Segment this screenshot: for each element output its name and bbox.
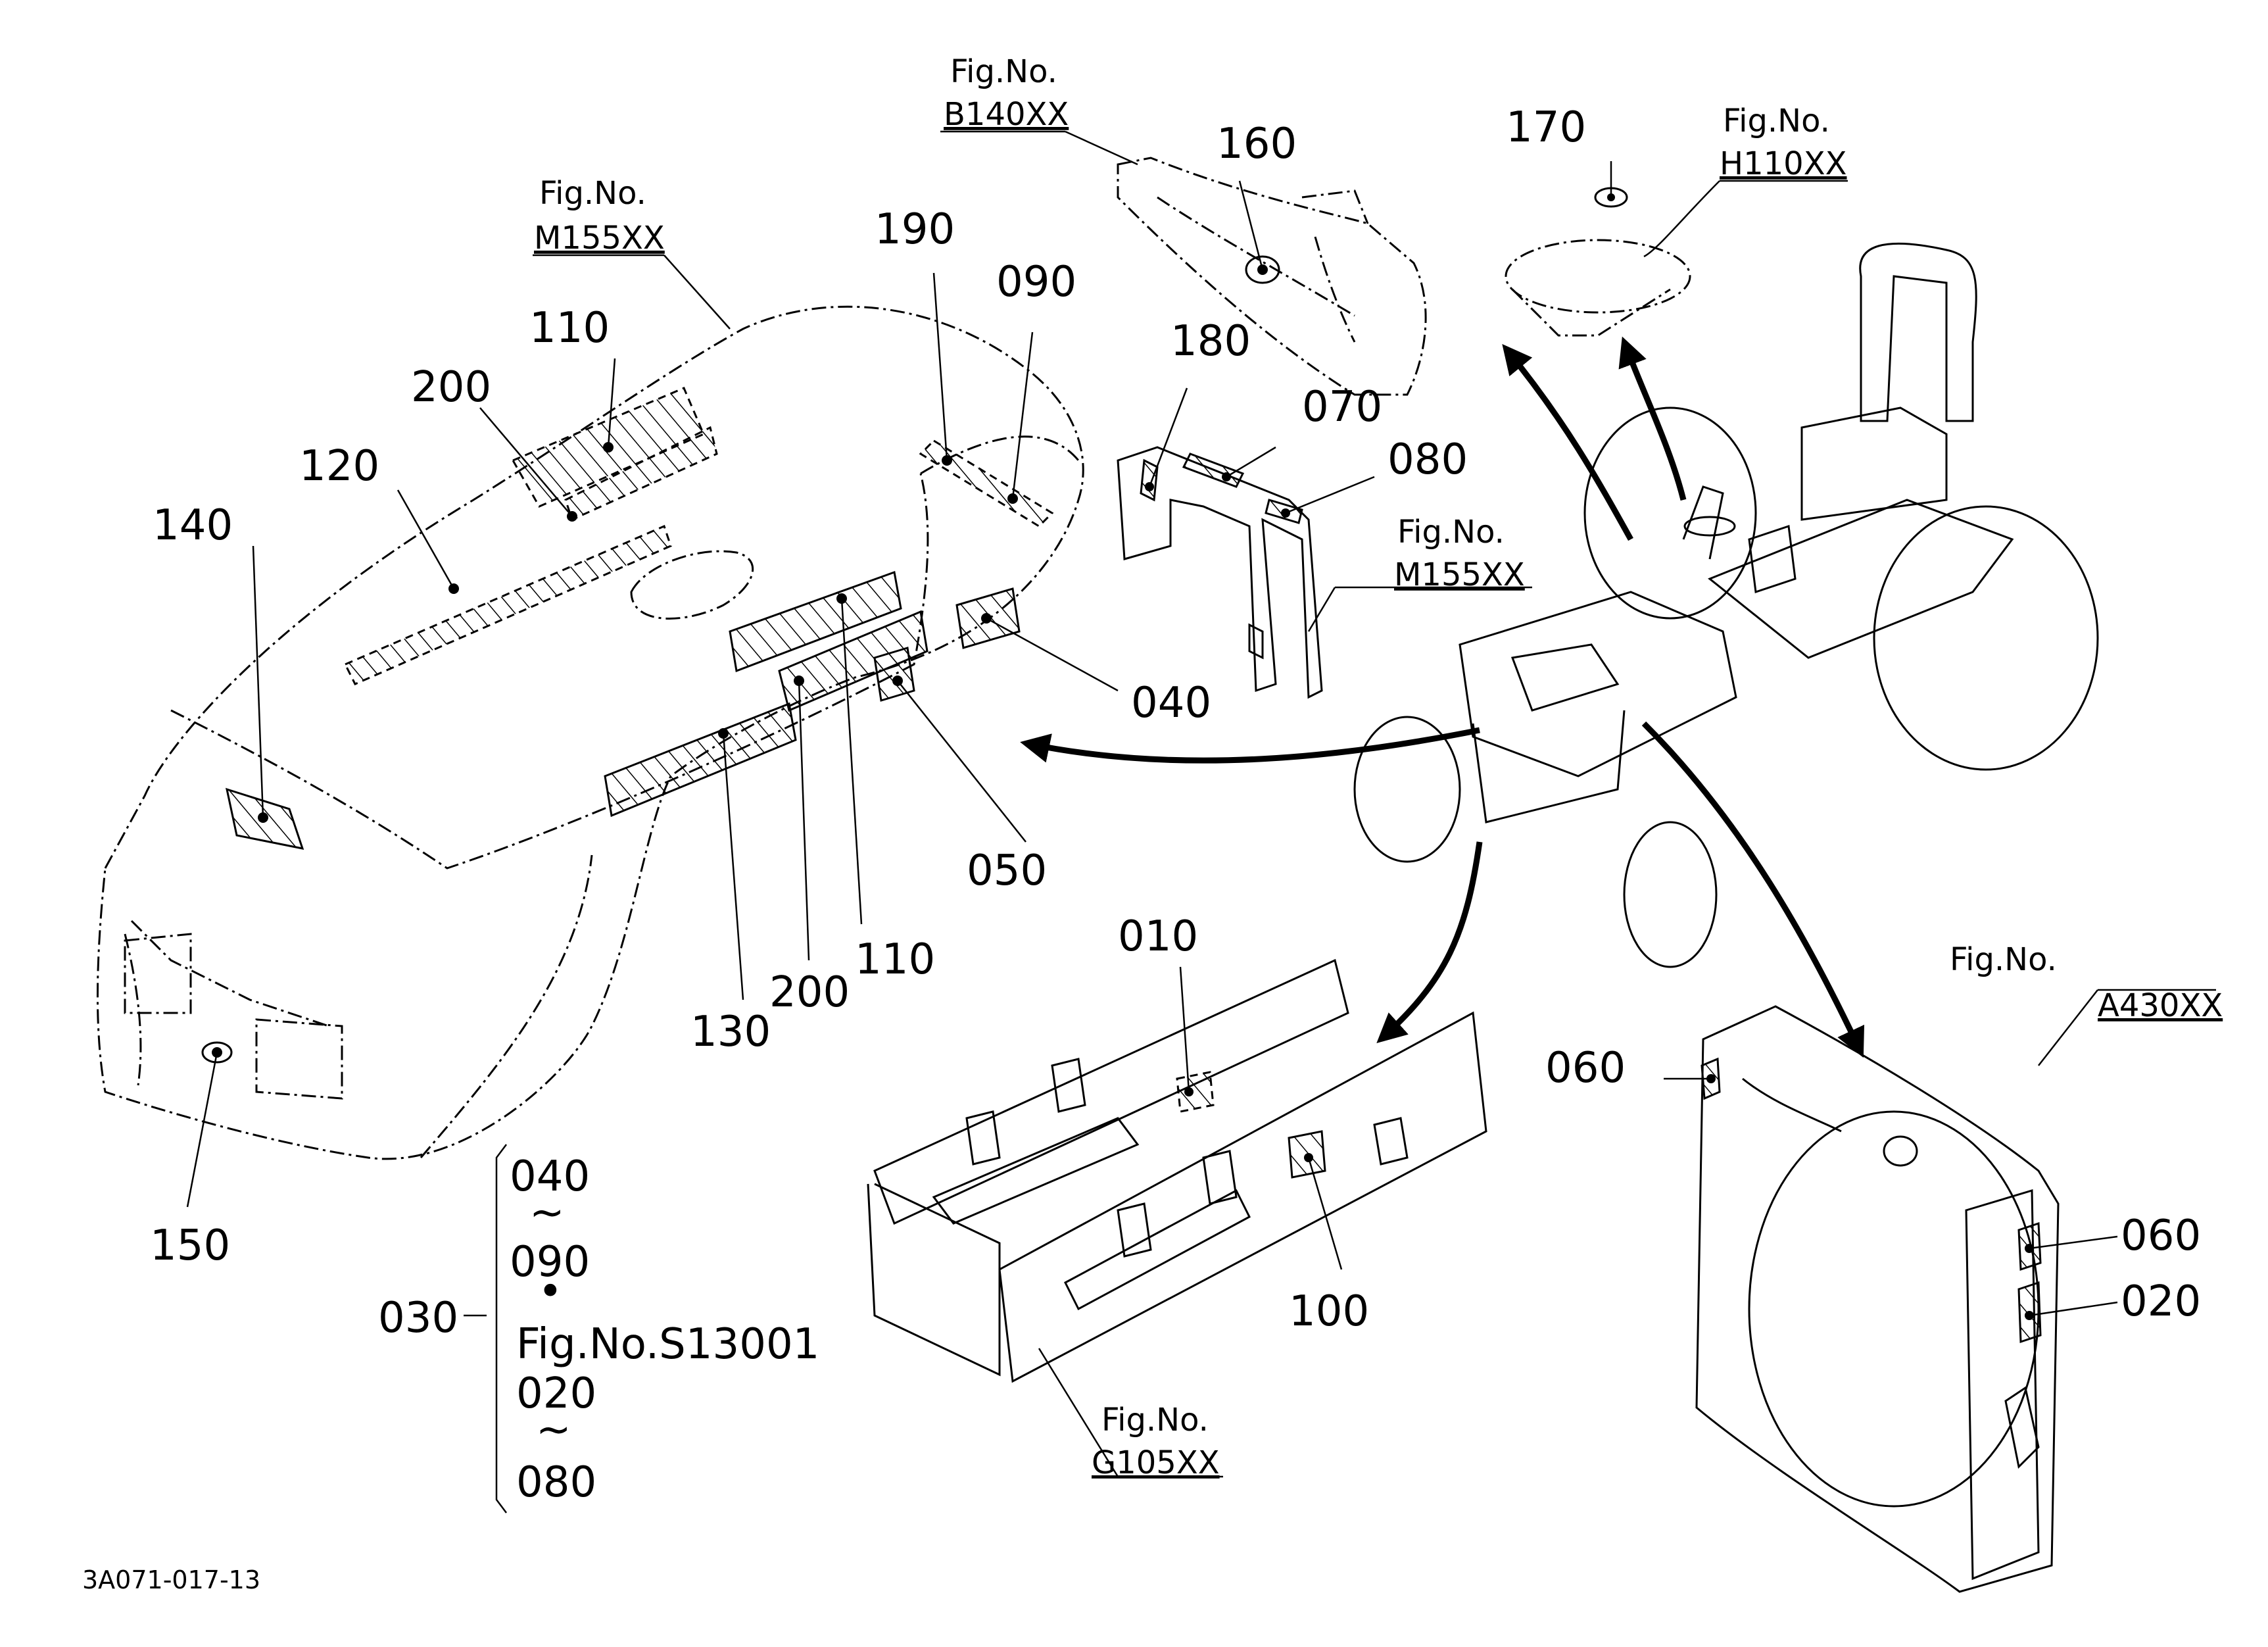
callout-100: 100: [1289, 1287, 1369, 1336]
fig-h110-code: H110XX: [1720, 145, 1846, 182]
hood-drawing: [96, 305, 1084, 1160]
callout-080: 080: [1387, 435, 1468, 484]
callout-070: 070: [1302, 383, 1382, 431]
set-note-id: 030: [378, 1294, 458, 1342]
fig-a430-code: A430XX: [2098, 987, 2223, 1024]
set-note-tilde1: ~: [529, 1189, 565, 1237]
fig-m155-hood-code: M155XX: [534, 220, 665, 257]
callouts: 140 120 200 110 190 090 160 170 180 070 …: [150, 103, 2201, 1336]
leader-lines: [186, 130, 2216, 1513]
callout-170: 170: [1506, 103, 1586, 152]
fig-b140-title: Fig.No.: [950, 53, 1057, 90]
callout-200-bottom: 200: [769, 968, 850, 1017]
callout-050: 050: [967, 847, 1047, 895]
callout-020: 020: [2121, 1277, 2201, 1326]
arrows: [1020, 336, 1865, 1058]
callout-090: 090: [996, 258, 1076, 307]
callout-180: 180: [1170, 317, 1251, 366]
callout-110-bottom: 110: [855, 935, 935, 984]
callout-190: 190: [875, 205, 955, 254]
set-note-line2: 090: [510, 1238, 590, 1287]
set-note-tilde2: ~: [536, 1406, 571, 1454]
callout-010: 010: [1118, 912, 1198, 961]
dashboard-panel-drawing: [1117, 157, 1427, 396]
callout-040: 040: [1131, 679, 1211, 727]
fig-g105-code: G105XX: [1092, 1444, 1220, 1481]
dash-bracket-drawing: [1117, 446, 1323, 699]
radiator-shroud-drawing: [1695, 1005, 2060, 1593]
tractor-drawing: [1353, 242, 2099, 968]
callout-150: 150: [150, 1221, 230, 1270]
steering-wheel-drawing: [1505, 187, 1691, 337]
fig-g105-title: Fig.No.: [1101, 1402, 1209, 1438]
set-note-line4: 020: [516, 1369, 596, 1418]
set-note-bullet: •: [538, 1267, 563, 1316]
figure-references: Fig.No. B140XX Fig.No. H110XX Fig.No. M1…: [534, 53, 2223, 1481]
set-note-line3: Fig.No.S13001: [516, 1320, 819, 1369]
callout-060-left: 060: [1545, 1044, 1626, 1093]
set-note-line5: 080: [516, 1458, 596, 1507]
callout-160: 160: [1217, 120, 1297, 168]
frame-drawing: [867, 958, 1487, 1383]
fig-a430-title: Fig.No.: [1950, 941, 2057, 978]
set-note-line1: 040: [510, 1152, 590, 1201]
fig-m155-panel-code: M155XX: [1394, 556, 1525, 593]
fig-m155-hood-title: Fig.No.: [539, 175, 646, 212]
callout-140: 140: [153, 501, 233, 550]
fig-b140-code: B140XX: [944, 96, 1069, 133]
callout-130: 130: [690, 1008, 771, 1056]
callout-200-top: 200: [411, 363, 491, 412]
callout-110-top: 110: [529, 304, 610, 353]
fig-m155-panel-title: Fig.No.: [1397, 514, 1505, 551]
set-note: 030 040 ~ 090 • Fig.No.S13001 020 ~ 080: [378, 1152, 819, 1507]
diagram-id: 3A071-017-13: [82, 1565, 260, 1594]
callout-120: 120: [299, 442, 379, 491]
fig-h110-title: Fig.No.: [1723, 103, 1830, 139]
callout-060-right: 060: [2121, 1212, 2201, 1260]
